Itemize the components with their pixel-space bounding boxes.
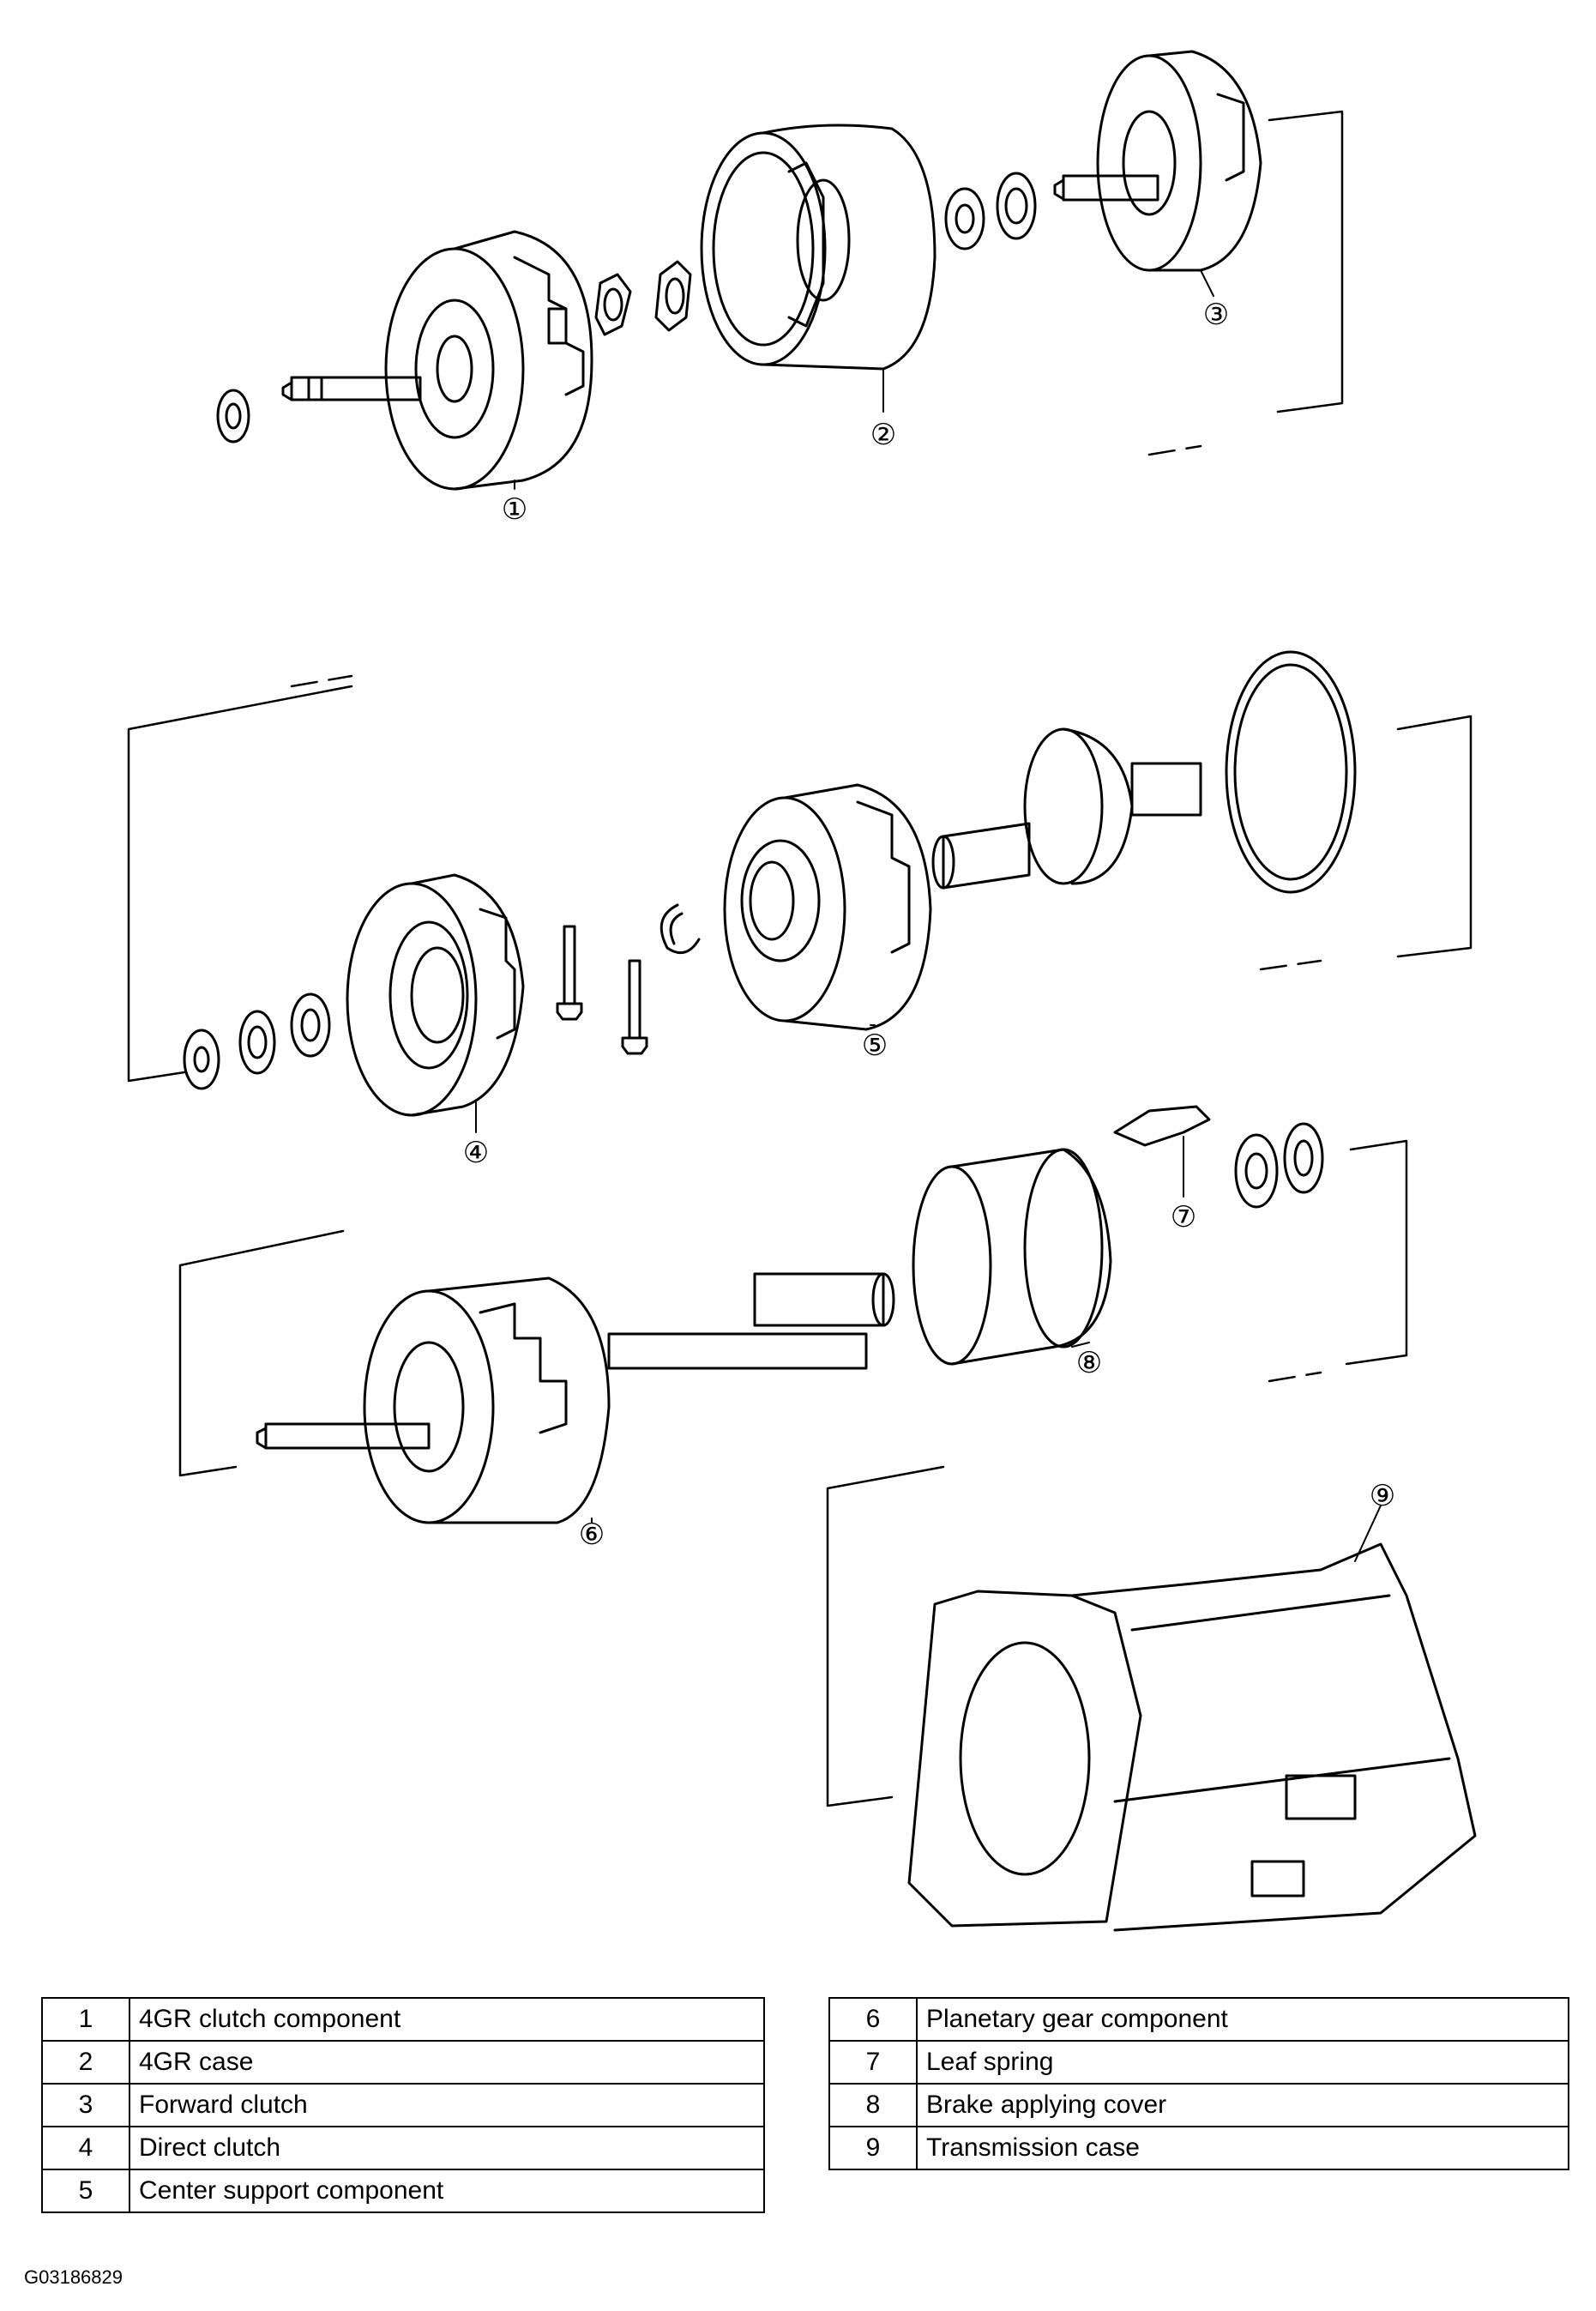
legend-part-name: Transmission case <box>916 2126 1569 2170</box>
legend-part-name: Leaf spring <box>916 2040 1569 2085</box>
assembly-leader-line-6 <box>826 1465 945 1807</box>
part-7-leaf-spring <box>1113 1105 1211 1147</box>
part-3-forward-clutch <box>1053 50 1262 272</box>
legend-number: 7 <box>828 2040 918 2085</box>
legend-number: 9 <box>828 2126 918 2170</box>
callout-leaders <box>475 269 1382 1562</box>
callout-3: ③ <box>1203 299 1229 331</box>
part-9-transmission-case <box>907 1542 1477 1932</box>
callout-6: ⑥ <box>579 1518 605 1551</box>
callout-8: ⑧ <box>1076 1347 1102 1379</box>
part-8-brake-applying-cover <box>912 1148 1112 1366</box>
part-1-4gr-clutch-component <box>281 230 593 491</box>
callout-9: ⑨ <box>1370 1480 1395 1512</box>
assembly-leader-line-2 <box>127 674 353 1083</box>
legend-number: 5 <box>41 2169 130 2213</box>
legend-part-name: Center support component <box>129 2169 765 2213</box>
legend-part-name: 4GR case <box>129 2040 765 2085</box>
legend-part-name: Forward clutch <box>129 2083 765 2127</box>
snap-ring-row2 <box>659 903 701 955</box>
assembly-leader-line-4 <box>178 1229 345 1477</box>
legend-part-name: 4GR clutch component <box>129 1997 765 2042</box>
legend-number: 2 <box>41 2040 130 2085</box>
legend-number: 4 <box>41 2126 130 2170</box>
legend-number: 3 <box>41 2083 130 2127</box>
callout-2: ② <box>870 419 896 451</box>
part-6-planetary-gear-component <box>256 1272 895 1524</box>
snap-rings-row1 <box>594 260 692 336</box>
legend-part-name: Direct clutch <box>129 2126 765 2170</box>
snap-ring-large-row2 <box>1225 650 1357 894</box>
legend-number: 1 <box>41 1997 130 2042</box>
exploded-view-diagram: ① ② ③ ④ ⑤ ⑥ ⑦ ⑧ ⑨ <box>127 50 1477 1932</box>
bearings-row2 <box>183 993 331 1090</box>
washer-row1 <box>216 389 250 443</box>
assembly-leader-line-1 <box>1147 110 1344 456</box>
figure-id: G03186829 <box>24 2266 123 2288</box>
callout-5: ⑤ <box>862 1029 888 1062</box>
assembly-leader-line-5 <box>1268 1139 1408 1383</box>
bearings-row1 <box>944 172 1037 250</box>
part-5-center-support-component <box>723 783 932 1031</box>
bearings-row3 <box>1234 1122 1324 1209</box>
legend-part-name: Brake applying cover <box>916 2083 1569 2127</box>
callout-1: ① <box>502 493 527 526</box>
callout-7: ⑦ <box>1171 1201 1196 1234</box>
legend-part-name: Planetary gear component <box>916 1997 1569 2042</box>
part-4-direct-clutch <box>346 873 525 1117</box>
output-shaft-gear-row2 <box>931 727 1202 890</box>
legend-number: 8 <box>828 2083 918 2127</box>
callout-4: ④ <box>463 1137 489 1169</box>
bolts-row2 <box>556 925 648 1055</box>
legend-number: 6 <box>828 1997 918 2042</box>
part-2-4gr-case <box>700 124 937 371</box>
assembly-leader-line-3 <box>1259 715 1473 971</box>
